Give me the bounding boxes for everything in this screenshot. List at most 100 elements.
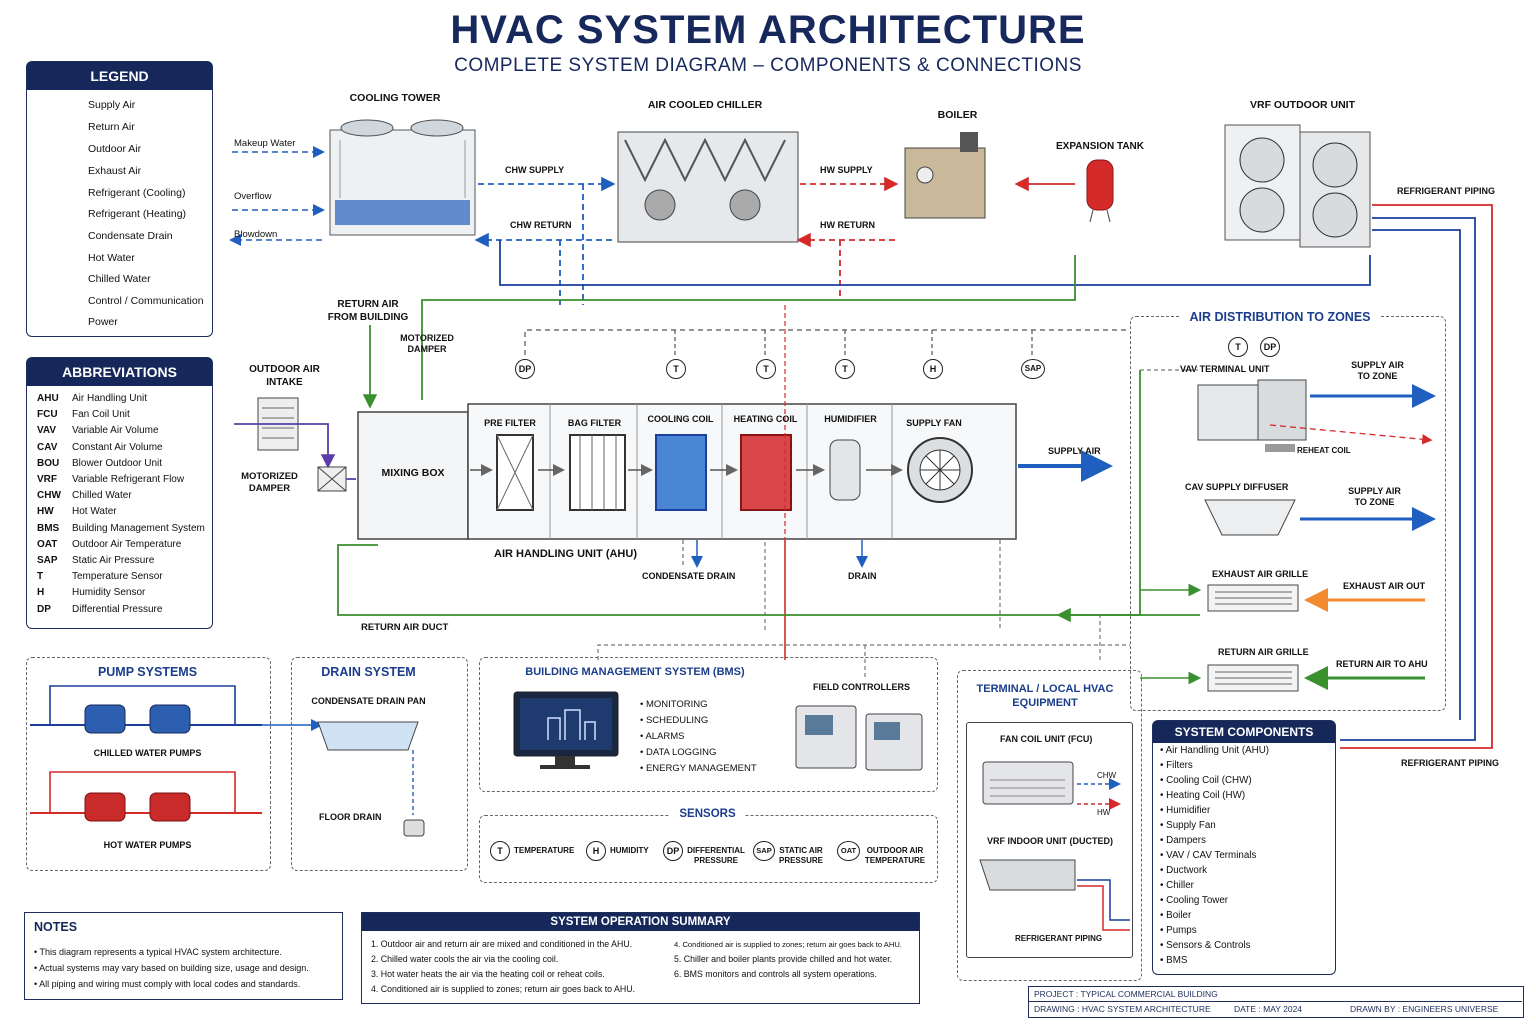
sensor-key-label: DIFFERENTIAL PRESSURE [687, 846, 745, 865]
floor-drain-label: FLOOR DRAIN [319, 812, 382, 822]
legend-item: Return Air [88, 121, 135, 133]
sensor-key-h: H [586, 841, 606, 861]
summary-right: 4. Conditioned air is supplied to zones;… [674, 937, 914, 982]
blowdown-label: Blowdown [234, 229, 278, 240]
drain-system-title: DRAIN SYSTEM [321, 665, 416, 679]
notes-list: This diagram represents a typical HVAC s… [34, 944, 309, 992]
abbreviation-key: DP [37, 603, 51, 615]
makeup-water-label: Makeup Water [234, 138, 296, 149]
summary-step: 3. Hot water heats the air via the heati… [371, 969, 605, 979]
abbreviation-key: VAV [37, 425, 57, 437]
component-item: Boiler [1160, 908, 1269, 923]
page-subtitle: COMPLETE SYSTEM DIAGRAM – COMPONENTS & C… [454, 55, 1082, 76]
motorized-damper-top-label: MOTORIZED DAMPER [400, 333, 454, 354]
abbreviation-value: Humidity Sensor [72, 587, 146, 599]
sensor-sap: SAP [1021, 359, 1045, 379]
abbreviations-title: ABBREVIATIONS [27, 358, 212, 386]
abbreviation-value: Differential Pressure [72, 603, 163, 615]
return-to-ahu-label: RETURN AIR TO AHU [1336, 659, 1428, 669]
legend-title: LEGEND [27, 62, 212, 90]
fcu-chw-label: CHW [1097, 771, 1117, 780]
sensor-dp: DP [515, 359, 535, 379]
drain-label: DRAIN [848, 571, 877, 581]
abbreviation-key: VRF [37, 474, 57, 485]
bms-title: BUILDING MANAGEMENT SYSTEM (BMS) [525, 666, 745, 678]
component-item: BMS [1160, 953, 1269, 968]
terminal-title: TERMINAL / LOCAL HVAC EQUIPMENT [976, 683, 1114, 709]
legend-item: Control / Communication [88, 295, 204, 307]
boiler-drawing [904, 132, 986, 219]
pump-systems-title: PUMP SYSTEMS [97, 665, 198, 679]
component-item: Air Handling Unit (AHU) [1160, 743, 1269, 758]
abbreviation-value: Constant Air Volume [72, 441, 163, 453]
abbreviation-key: OAT [37, 538, 58, 550]
abbreviation-key: T [37, 571, 44, 583]
exhaust-grille-label: EXHAUST AIR GRILLE [1212, 569, 1309, 579]
cooling-tower-label: COOLING TOWER [349, 92, 441, 104]
component-item: Chiller [1160, 878, 1269, 893]
component-item: Filters [1160, 758, 1269, 773]
vrf-outdoor-drawing [1224, 124, 1371, 248]
abbreviation-key: SAP [37, 555, 58, 566]
abbreviation-value: Hot Water [72, 506, 117, 518]
fcu-label: FAN COIL UNIT (FCU) [1000, 734, 1093, 744]
section-humidifier: HUMIDIFIER [824, 414, 877, 424]
overflow-label: Overflow [234, 191, 272, 202]
abbreviation-value: Blower Outdoor Unit [72, 457, 163, 469]
abbreviation-value: Air Handling Unit [72, 393, 148, 404]
chiller-label: AIR COOLED CHILLER [647, 99, 763, 111]
refrigerant-piping-label: REFRIGERANT PIPING [1397, 186, 1496, 196]
abbreviation-value: Building Management System [72, 522, 205, 534]
motorized-damper-label: MOTORIZED DAMPER [241, 471, 298, 494]
legend-item: Refrigerant (Cooling) [88, 187, 186, 199]
vrf-indoor-label: VRF INDOOR UNIT (DUCTED) [987, 836, 1113, 846]
abbreviations-panel: ABBREVIATIONS [26, 357, 213, 629]
field-controllers-label: FIELD CONTROLLERS [813, 682, 910, 692]
sensor-t: T [756, 359, 776, 379]
bms-item: SCHEDULING [640, 713, 757, 729]
return-air-label: RETURN AIR FROM BUILDING [327, 299, 409, 323]
notes-title: NOTES [34, 920, 78, 934]
legend-item: Chilled Water [88, 273, 151, 285]
sensor-key-dp: DP [663, 841, 683, 861]
section-supply-fan: SUPPLY FAN [906, 418, 962, 428]
component-item: Supply Fan [1160, 818, 1269, 833]
sensor-key-label: OUTDOOR AIR TEMPERATURE [864, 846, 926, 865]
abbreviation-value: Outdoor Air Temperature [72, 538, 182, 550]
legend-item: Refrigerant (Heating) [88, 208, 187, 220]
legend-item: Supply Air [88, 99, 136, 111]
sensor-key-label: HUMIDITY [610, 846, 649, 855]
summary-title: SYSTEM OPERATION SUMMARY [362, 913, 919, 931]
bms-item: ENERGY MANAGEMENT [640, 761, 757, 777]
cav-label: CAV SUPPLY DIFFUSER [1185, 482, 1289, 492]
hw-pumps-label: HOT WATER PUMPS [103, 840, 192, 850]
legend-item: Exhaust Air [88, 165, 142, 177]
component-item: Heating Coil (HW) [1160, 788, 1269, 803]
mixing-box-label: MIXING BOX [381, 467, 445, 479]
abbreviation-key: AHU [37, 393, 59, 404]
sensor-key-t: T [490, 841, 510, 861]
drain-system-panel [291, 657, 468, 871]
summary-step: 4. Conditioned air is supplied to zones;… [674, 940, 902, 949]
summary-step: 2. Chilled water cools the air via the c… [371, 954, 559, 964]
summary-left: 1. Outdoor air and return air are mixed … [371, 937, 666, 997]
footer-drawing: DRAWING : HVAC SYSTEM ARCHITECTURE [1034, 1004, 1211, 1014]
footer-project: PROJECT : TYPICAL COMMERCIAL BUILDING [1034, 989, 1218, 999]
bms-item: ALARMS [640, 729, 757, 745]
legend-item: Condensate Drain [88, 230, 173, 242]
sensor-key-oat: OAT [837, 841, 860, 861]
summary-step: 5. Chiller and boiler plants provide chi… [674, 954, 893, 964]
note-item: Actual systems may vary based on buildin… [34, 960, 309, 976]
notes-panel [24, 912, 343, 1000]
hw-supply-label: HW SUPPLY [820, 165, 873, 175]
component-item: Pumps [1160, 923, 1269, 938]
sensor-t: T [1228, 337, 1248, 357]
summary-panel: SYSTEM OPERATION SUMMARY [361, 912, 920, 1004]
boiler-label: BOILER [937, 109, 978, 121]
sensor-key-label: TEMPERATURE [514, 846, 575, 855]
summary-step: 6. BMS monitors and controls all system … [674, 969, 877, 979]
abbreviation-key: H [37, 587, 45, 599]
terminal-inner-box [966, 722, 1133, 958]
sensor-key-sap: SAP [753, 841, 775, 861]
